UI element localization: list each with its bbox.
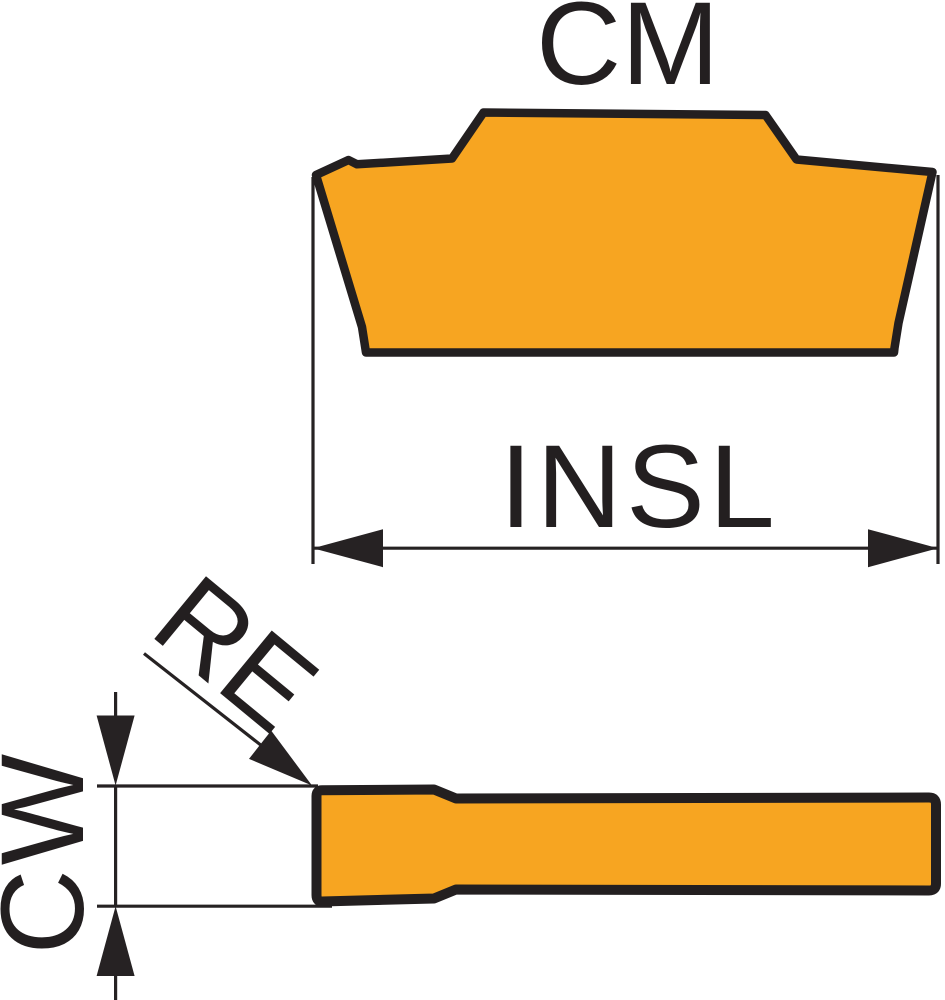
svg-text:CW: CW xyxy=(0,750,109,955)
svg-text:INSL: INSL xyxy=(500,421,780,553)
svg-text:CM: CM xyxy=(536,0,720,110)
